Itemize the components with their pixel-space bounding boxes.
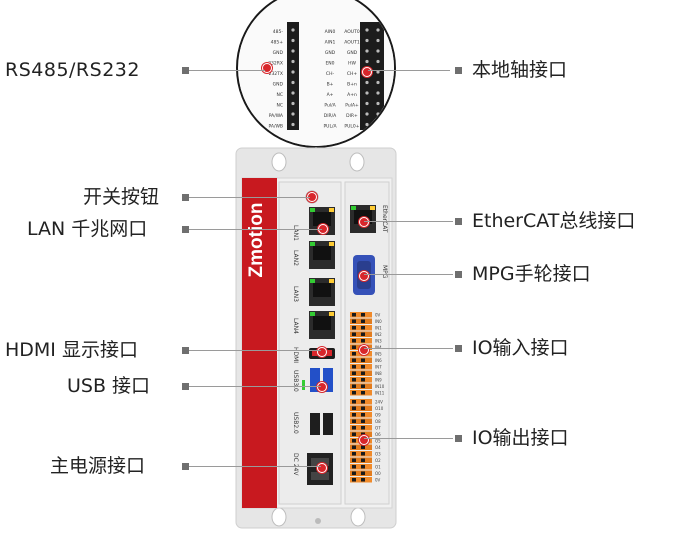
svg-text:LAN4: LAN4 (292, 318, 299, 334)
terminal-label: IN9 (375, 378, 382, 383)
marker-io-in (359, 345, 369, 355)
pin-label: A+ (327, 92, 334, 98)
svg-text:USB2.0: USB2.0 (292, 412, 299, 434)
pin-label: GND (347, 50, 358, 56)
pin-label: DIR/A (324, 113, 337, 119)
marker-mpg (359, 271, 369, 281)
pin-label: PA/WB (268, 124, 283, 130)
brand-strip (242, 178, 277, 508)
terminal-label: O7 (375, 426, 381, 431)
label-lan: LAN 千兆网口 (27, 218, 148, 240)
terminal-label: 24V (375, 400, 383, 405)
pin-label: AOUT1 (344, 40, 360, 46)
lan-ports (309, 207, 335, 339)
marker-ethercat (359, 217, 369, 227)
label-local-axis: 本地轴接口 (472, 59, 568, 81)
terminal-label: IN0 (375, 319, 382, 324)
pin-label: NC (276, 103, 283, 109)
marker-rs485 (262, 63, 272, 73)
terminal-label: O2 (375, 458, 381, 463)
svg-text:MPG: MPG (381, 265, 388, 279)
pin-label: PulA+ (345, 103, 359, 109)
pin-label: GND (273, 82, 284, 88)
label-ethercat: EtherCAT总线接口 (472, 210, 636, 232)
label-power-switch: 开关按钮 (83, 186, 160, 208)
pin-label: AIN1 (325, 40, 336, 46)
terminal-label: IN2 (375, 332, 382, 337)
terminal-label: O8 (375, 419, 381, 424)
terminal-label: IN3 (375, 339, 382, 344)
terminal-label: IN5 (375, 352, 382, 357)
pin-label: CH+ (347, 71, 358, 77)
pin-label: B+ (327, 82, 334, 88)
terminal-label: IN4 (375, 345, 382, 350)
pin-label: NC (276, 92, 283, 98)
brand-logo: Zmotion (246, 203, 267, 278)
terminal-label: O5 (375, 439, 381, 444)
terminal-label: IN8 (375, 371, 382, 376)
label-io-out: IO输出接口 (472, 427, 569, 449)
pin-label: PA/WA (269, 113, 284, 119)
terminal-label: O10 (375, 406, 384, 411)
terminal-label: O3 (375, 452, 381, 457)
pin-label: B+n (347, 82, 357, 88)
svg-text:LAN2: LAN2 (292, 250, 299, 266)
pin-label: 485+ (271, 40, 284, 46)
label-hdmi: HDMI 显示接口 (5, 339, 138, 361)
pin-label: PUL/A (323, 124, 337, 130)
terminal-label: 0V (375, 313, 381, 318)
label-power: 主电源接口 (50, 455, 146, 477)
marker-local-axis (362, 67, 372, 77)
pin-label: 485- (273, 29, 284, 35)
terminal-label: O9 (375, 413, 381, 418)
pin-label: PUL0+ (344, 124, 359, 130)
pin-label: AOUT0 (344, 29, 360, 35)
terminal-label: IN7 (375, 365, 382, 370)
svg-text:DC 24V: DC 24V (292, 453, 299, 476)
label-io-in: IO输入接口 (472, 337, 569, 359)
pin-label: 232TX (269, 71, 283, 77)
pin-label: 232RX (268, 61, 283, 67)
svg-text:LAN1: LAN1 (292, 225, 299, 241)
pin-label: GND (325, 50, 336, 56)
label-mpg: MPG手轮接口 (472, 263, 591, 285)
terminal-label: O6 (375, 432, 381, 437)
pin-label: DIR+ (346, 113, 358, 119)
terminal-label: 0V (375, 478, 381, 483)
pin-label: GND (273, 50, 284, 56)
pin-label: CH- (326, 71, 335, 77)
terminal-label: IN6 (375, 358, 382, 363)
svg-text:LAN3: LAN3 (292, 286, 299, 302)
terminal-label: O1 (375, 465, 381, 470)
label-rs485: RS485/RS232 (5, 59, 140, 81)
terminal-label: IN1 (375, 326, 382, 331)
marker-usb (317, 382, 327, 392)
svg-text:EtherCAT: EtherCAT (381, 205, 388, 233)
terminal-label: IN11 (375, 391, 385, 396)
pin-label: Pul/A (324, 103, 336, 109)
marker-hdmi (317, 347, 327, 357)
pin-label: HW (348, 61, 356, 67)
terminal-label: IN10 (375, 384, 385, 389)
label-usb: USB 接口 (67, 375, 151, 397)
pin-label: AIN0 (325, 29, 336, 35)
terminal-label: O4 (375, 445, 381, 450)
marker-power (317, 463, 327, 473)
terminal-label: O0 (375, 471, 381, 476)
marker-io-out (359, 435, 369, 445)
svg-text:USB3.0: USB3.0 (292, 370, 299, 392)
pin-label: A+n (347, 92, 357, 98)
pin-label: EN0 (325, 61, 334, 67)
svg-text:HDMI: HDMI (292, 347, 299, 363)
